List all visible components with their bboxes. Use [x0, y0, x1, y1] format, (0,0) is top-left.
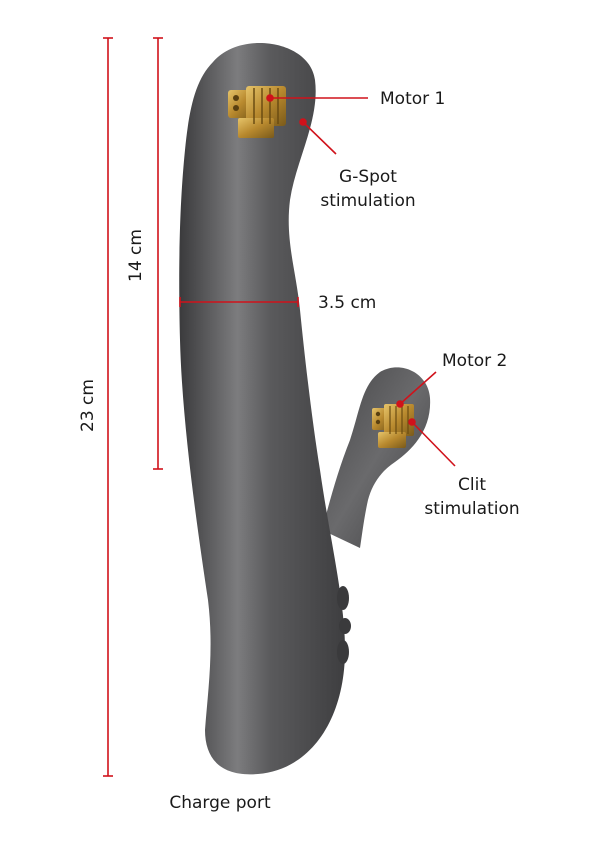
- callout-leaders: [266, 94, 456, 467]
- control-buttons: [337, 586, 351, 664]
- charge-port-label: Charge port: [169, 793, 271, 813]
- total-length-label: 23 cm: [78, 379, 98, 432]
- dimension-lines: [103, 37, 299, 777]
- motor-1-label: Motor 1: [380, 89, 446, 109]
- clit-label-line1: Clit: [458, 475, 486, 495]
- gspot-label-line1: G-Spot: [339, 167, 397, 187]
- motor-2-icon: [372, 404, 414, 448]
- motor-1-icon: [228, 86, 286, 138]
- diameter-label: 3.5 cm: [318, 293, 377, 313]
- insertable-length-label: 14 cm: [126, 229, 146, 282]
- clit-arm: [322, 367, 431, 548]
- motor-2-label: Motor 2: [442, 351, 508, 371]
- gspot-label-line2: stimulation: [320, 191, 416, 211]
- main-shaft: [179, 42, 345, 775]
- clit-label-line2: stimulation: [424, 499, 520, 519]
